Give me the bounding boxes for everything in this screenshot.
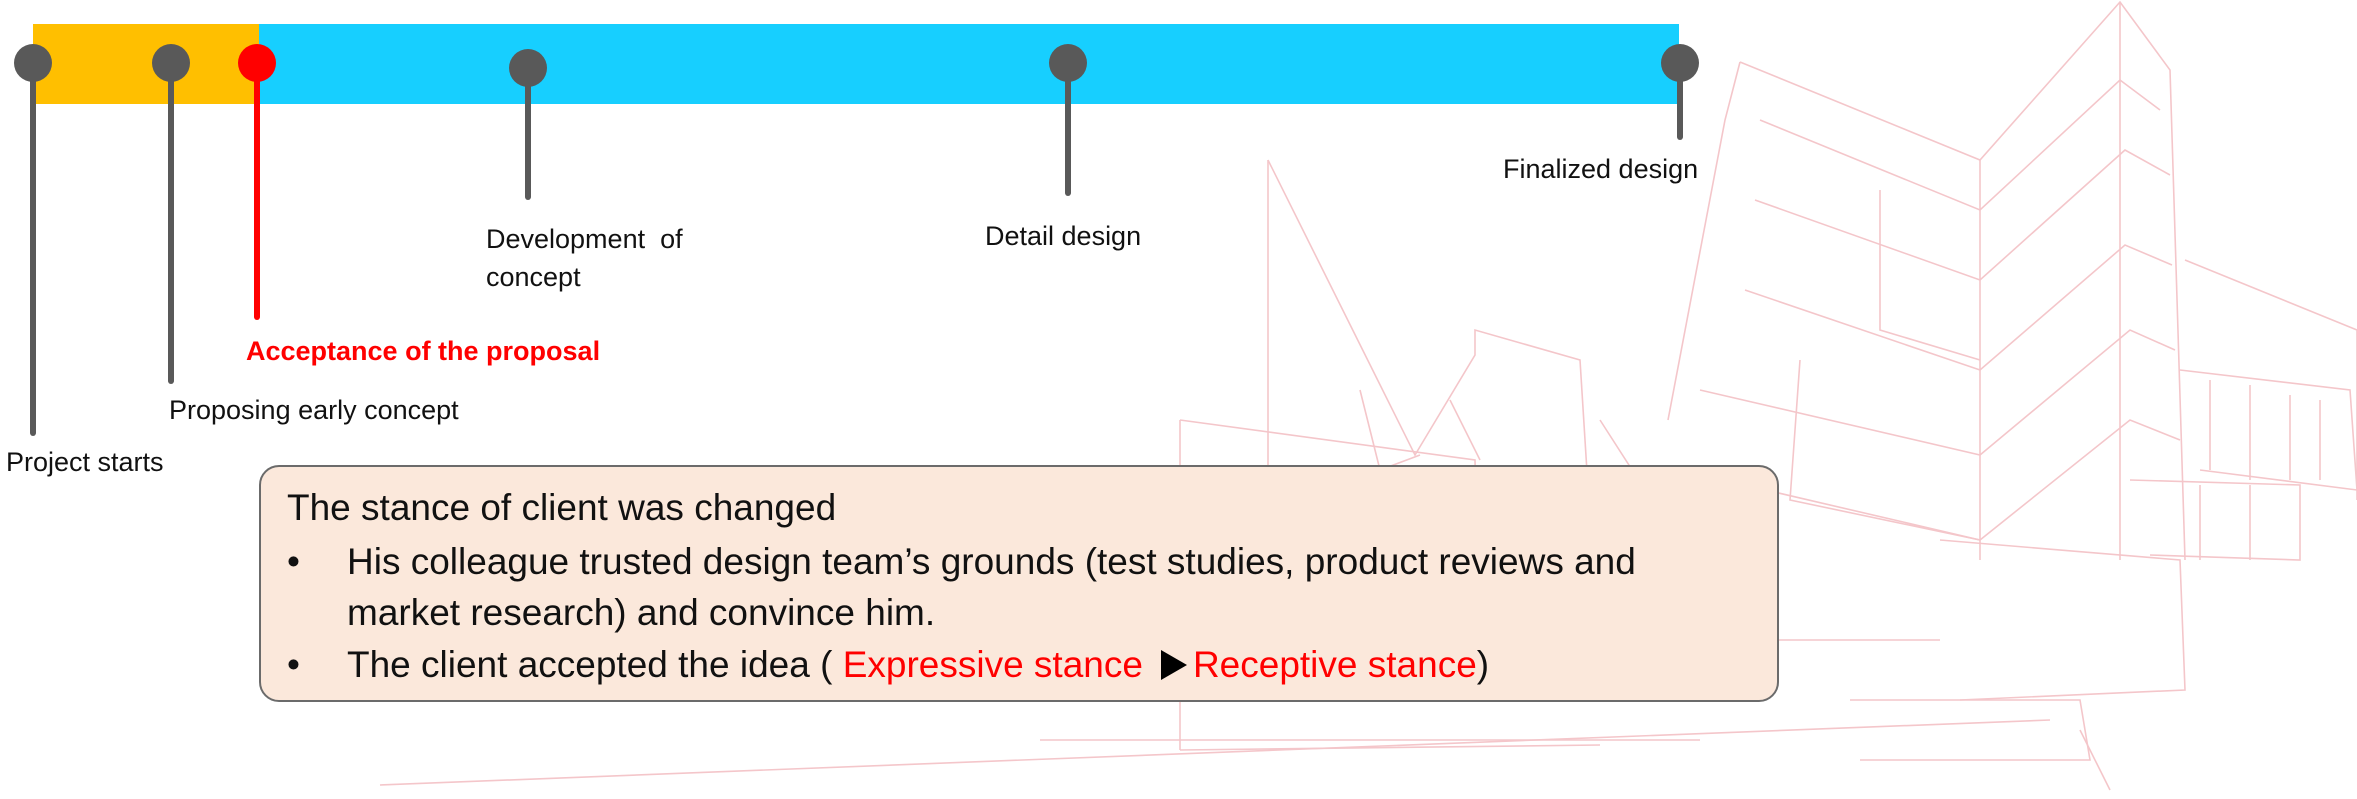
expressive-stance-text: Expressive stance — [842, 644, 1143, 685]
milestone-stem-proposing-early-concept — [168, 64, 174, 384]
milestone-label-finalized-design: Finalized design — [1503, 154, 1699, 184]
milestone-dot-acceptance — [238, 44, 276, 82]
milestone-stem-development-of-concept — [525, 68, 531, 200]
callout-bullet-colleague-trust: His colleague trusted design team’s grou… — [347, 541, 1636, 633]
milestone-label-proposing-early-concept: Proposing early concept — [169, 395, 459, 425]
milestone-dot-project-starts — [14, 44, 52, 82]
milestone-label-detail-design: Detail design — [985, 221, 1142, 251]
milestone-label-development-of-concept-line2: concept — [486, 262, 581, 292]
milestone-dot-development-of-concept — [509, 49, 547, 87]
bullet-marker: • — [287, 541, 300, 582]
milestone-label-project-starts: Project starts — [6, 447, 164, 477]
right-triangle-icon — [1160, 650, 1187, 680]
milestone-dot-finalized-design — [1661, 44, 1699, 82]
bullet2-suffix-text: ) — [1476, 644, 1490, 685]
receptive-stance-text: Receptive stance — [1192, 644, 1477, 685]
milestone-stem-detail-design — [1065, 64, 1071, 196]
timeline-later-phase-bar — [259, 24, 1679, 104]
milestone-label-development-of-concept-line1: Development of — [486, 224, 683, 254]
milestone-label-acceptance: Acceptance of the proposal — [246, 336, 601, 366]
milestone-stem-finalized-design — [1677, 64, 1683, 140]
bullet2-prefix-text: The client accepted the idea ( — [347, 644, 843, 685]
milestone-stem-acceptance — [254, 64, 260, 320]
callout-title: The stance of client was changed — [287, 487, 837, 528]
milestone-dot-proposing-early-concept — [152, 44, 190, 82]
bullet-marker: • — [287, 644, 300, 685]
timeline-early-phase-bar — [33, 24, 259, 104]
callout-bullet-client-accepted: The client accepted the idea ( Expressiv… — [347, 639, 1747, 690]
milestone-stem-project-starts — [30, 64, 36, 436]
milestone-dot-detail-design — [1049, 44, 1087, 82]
stance-change-callout: The stance of client was changed • His c… — [259, 465, 1779, 702]
